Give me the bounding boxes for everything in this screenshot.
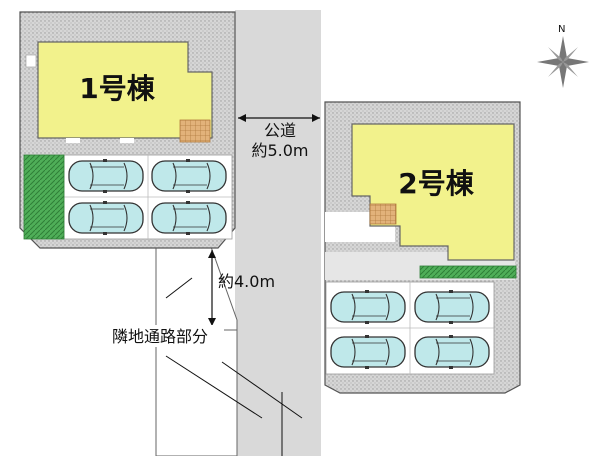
- lawn-2: [419, 265, 517, 279]
- path-width-label: 約4.0m: [218, 272, 275, 291]
- parked-car: [330, 334, 406, 370]
- building-1-label: 1号棟: [79, 72, 155, 105]
- deck-1: [179, 119, 211, 143]
- deck-2: [369, 203, 397, 225]
- parked-car: [151, 200, 227, 236]
- lawn-1: [23, 154, 65, 240]
- compass: N: [537, 24, 589, 88]
- parked-car: [330, 289, 406, 325]
- building-2-label: 2号棟: [398, 167, 474, 200]
- adjacent-path-label: 隣地通路部分: [112, 327, 208, 346]
- parked-car: [414, 334, 490, 370]
- road-label: 公道: [264, 121, 296, 140]
- parked-car: [68, 158, 144, 194]
- building-2: [351, 123, 515, 261]
- parked-car: [414, 289, 490, 325]
- parked-car: [151, 158, 227, 194]
- public-road: [235, 10, 321, 456]
- north-label: N: [558, 24, 565, 35]
- building-1: [37, 41, 213, 139]
- road-width-label: 約5.0m: [251, 141, 308, 160]
- parked-car: [68, 200, 144, 236]
